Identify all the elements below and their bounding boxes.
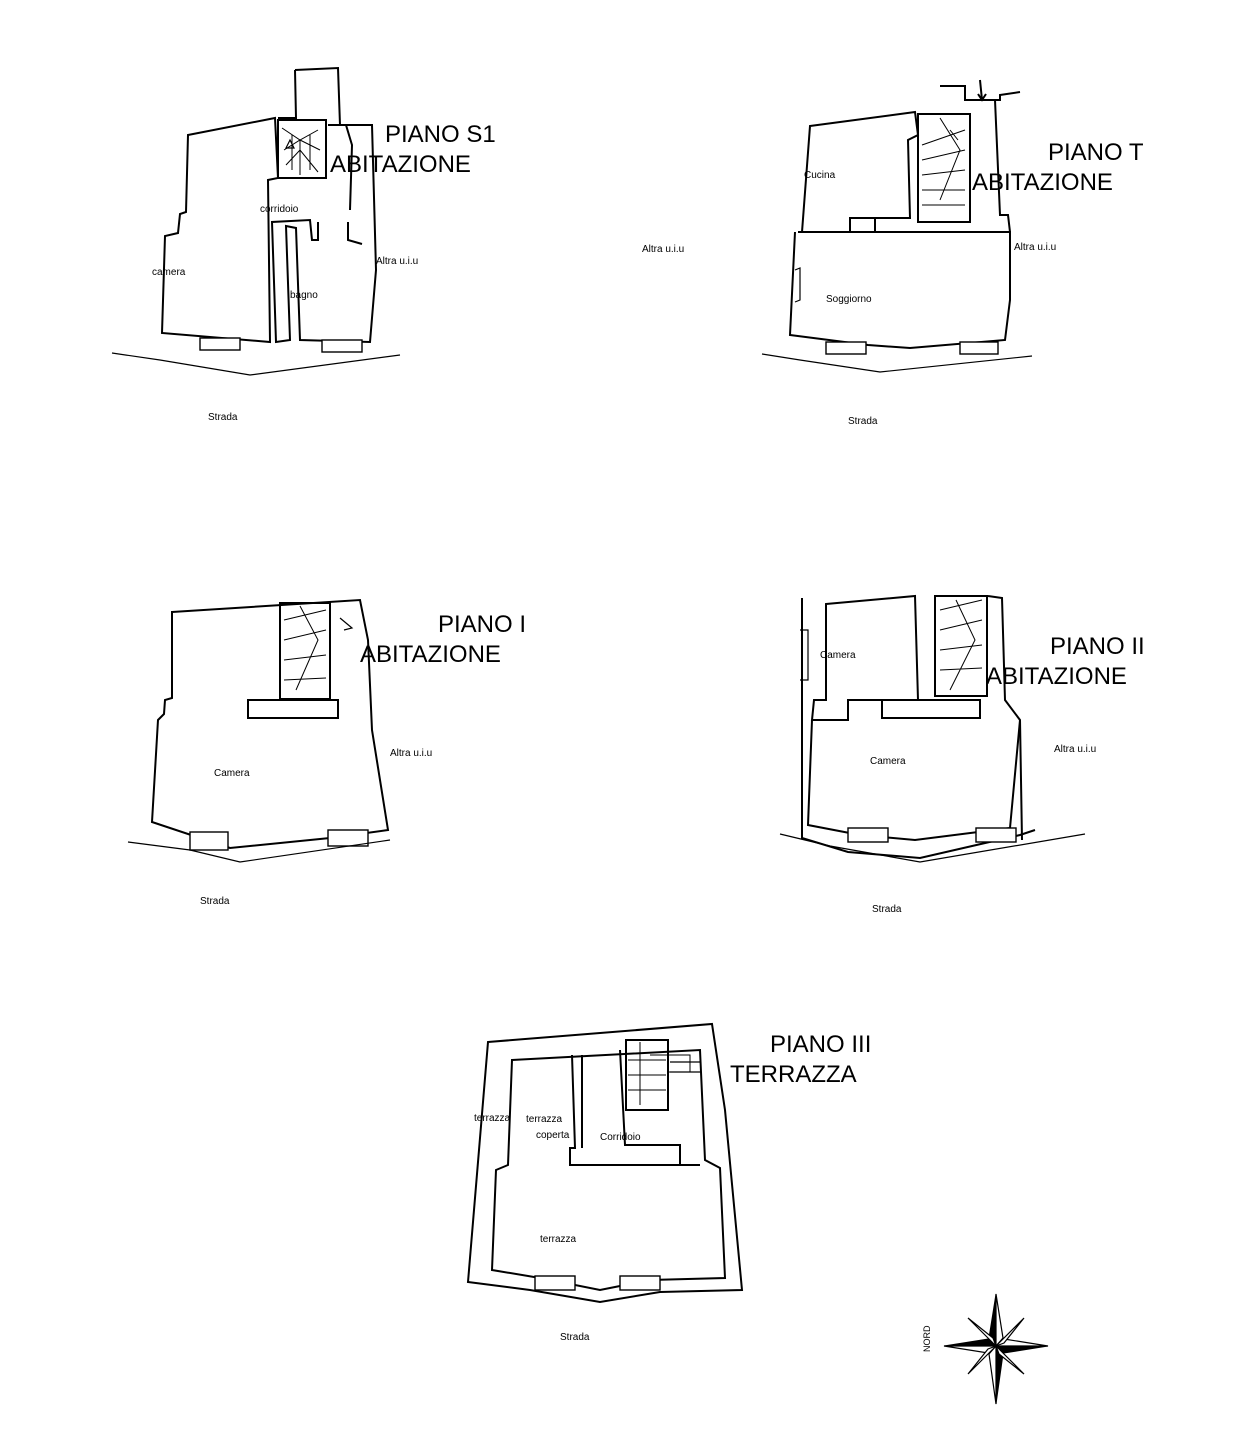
floor-plan-t: PIANO T ABITAZIONE Cucina Soggiorno Altr… [761,79,1144,427]
room-label: terrazza [474,1113,511,1124]
floor-iii-subtitle: TERRAZZA [730,1061,857,1088]
street-label: Strada [872,904,902,915]
room-label: camera [152,267,186,278]
floor-s1-title: PIANO S1 [385,121,496,148]
street-label: Strada [560,1332,590,1343]
north-label: NORD [922,1325,932,1352]
room-label: bagno [290,290,318,301]
room-label: Corridoio [600,1132,641,1143]
room-label: Camera [870,756,906,767]
neighbor-label: Altra u.i.u [376,256,418,267]
room-label: coperta [536,1130,570,1141]
room-label: Camera [820,650,856,661]
room-label: Camera [214,768,250,779]
floor-plan-s1: PIANO S1 ABITAZIONE camera corridoio bag… [111,66,496,423]
floor-plan-iii: PIANO III TERRAZZA terrazza terrazza cop… [466,1022,871,1343]
street-label: Strada [200,896,230,907]
floor-plan-ii: PIANO II ABITAZIONE Camera Camera Altra … [779,594,1145,915]
room-label: corridoio [260,204,299,215]
floor-t-subtitle: ABITAZIONE [972,169,1113,196]
street-label: Strada [848,416,878,427]
floor-iii-title: PIANO III [770,1031,871,1058]
floor-ii-subtitle: ABITAZIONE [986,663,1127,690]
floor-plan-i: PIANO I ABITAZIONE Camera Altra u.i.u St… [127,598,526,907]
neighbor-label: Altra u.i.u [1014,242,1056,253]
north-compass-rose-icon: NORD [922,1293,1049,1405]
room-label: terrazza [526,1114,563,1125]
neighbor-label: Altra u.i.u [1054,744,1096,755]
floor-ii-title: PIANO II [1050,633,1145,660]
floor-i-title: PIANO I [438,611,526,638]
room-label: Cucina [804,170,836,181]
street-label: Strada [208,412,238,423]
neighbor-label: Altra u.i.u [390,748,432,759]
floor-s1-subtitle: ABITAZIONE [330,151,471,178]
room-label: Soggiorno [826,294,872,305]
neighbor-label: Altra u.i.u [642,244,684,255]
floor-t-title: PIANO T [1048,139,1144,166]
room-label: terrazza [540,1234,577,1245]
floor-i-subtitle: ABITAZIONE [360,641,501,668]
